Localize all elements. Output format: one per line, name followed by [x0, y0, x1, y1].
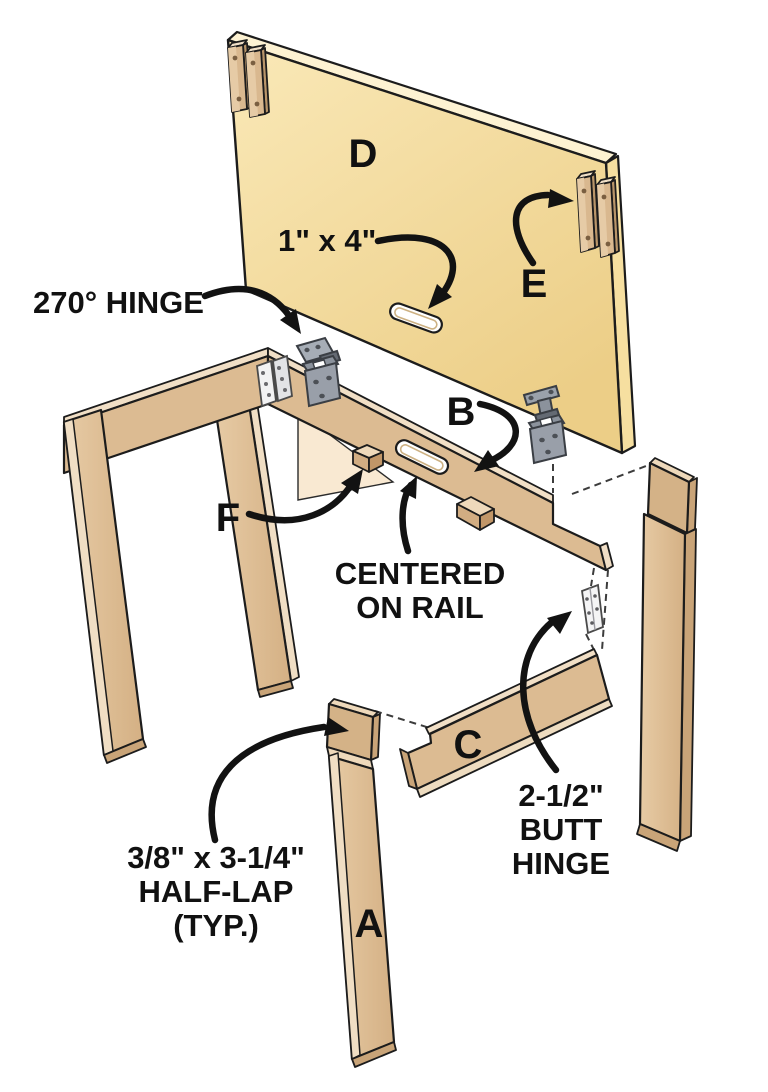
- callout-butt-hinge-line1: 2-1/2": [518, 778, 603, 813]
- callout-centered-line1: CENTERED: [335, 556, 506, 591]
- callout-arrow-centered-on-rail: [399, 476, 417, 555]
- panel-handle-slot: [389, 302, 443, 334]
- rail-handle-slot: [394, 439, 450, 475]
- callout-1x4: 1" x 4": [278, 223, 376, 258]
- batten-pair-right-e: [576, 170, 620, 258]
- butt-hinge-corner: [256, 354, 293, 408]
- glue-block-f-1: [352, 444, 384, 473]
- front-left-leg: [62, 408, 147, 764]
- right-leg-detached: [636, 457, 698, 852]
- callout-arrow-1x4: [374, 234, 457, 309]
- part-label-f: F: [216, 496, 240, 540]
- hinge-270-corner: [295, 336, 342, 408]
- callout-butt-hinge-line3: HINGE: [512, 846, 610, 881]
- glue-block-f-2: [456, 496, 495, 531]
- callout-270-hinge: 270° HINGE: [33, 285, 204, 320]
- callout-arrow-270-hinge: [201, 285, 301, 334]
- callout-arrow-b: [474, 400, 519, 472]
- callout-arrow-butt-hinge: [520, 611, 572, 774]
- callout-half-lap-line2: HALF-LAP: [139, 874, 294, 909]
- rear-left-leg: [212, 388, 300, 698]
- callout-butt-hinge-line2: BUTT: [520, 812, 603, 847]
- butt-hinge-small: [581, 583, 604, 635]
- callout-arrow-e: [512, 189, 574, 267]
- leg-a-detached: [325, 698, 397, 1068]
- callout-centered-line2: ON RAIL: [356, 590, 483, 625]
- part-label-e: E: [521, 262, 548, 306]
- batten-pair-left-e: [227, 39, 270, 118]
- callout-arrow-half-lap: [208, 717, 349, 844]
- tabletop-panel-d: [226, 30, 637, 455]
- hinge-270-panel: [522, 384, 568, 465]
- callout-half-lap-line3: (TYP.): [173, 908, 259, 943]
- part-label-d: D: [349, 132, 378, 176]
- rail-c-detached: [399, 648, 613, 798]
- callout-half-lap-line1: 3/8" x 3-1/4": [127, 840, 305, 875]
- part-label-a: A: [355, 902, 384, 946]
- part-label-c: C: [454, 723, 483, 767]
- callout-arrow-f: [245, 469, 363, 524]
- part-label-b: B: [447, 390, 476, 434]
